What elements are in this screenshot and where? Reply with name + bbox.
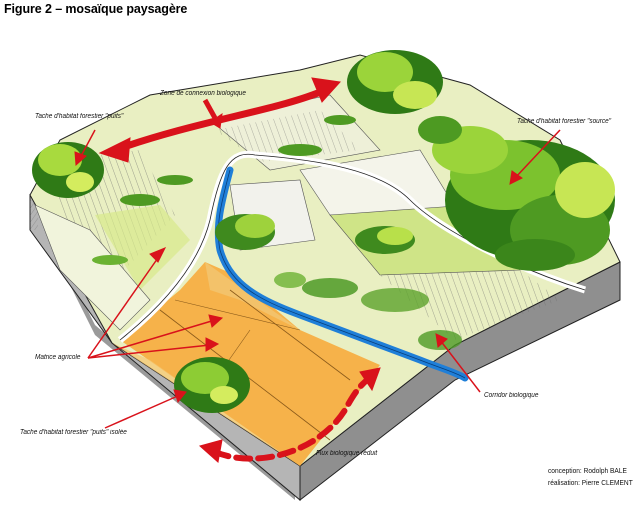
matrix-arrow-2 [87, 344, 211, 359]
sink-patch-arrow [79, 129, 96, 159]
crop-strips-left [34, 150, 190, 331]
label-tache-source: Tache d'habitat forestier "source" [517, 118, 611, 125]
sink-forest-patch [32, 142, 104, 198]
label-flux-reduit: Flux biologique réduit [316, 450, 378, 457]
annotation-arrows [74, 77, 561, 463]
corridor-arrow [439, 339, 481, 393]
label-tache-puits-isolee: Tache d'habitat forestier "puits" isolée [20, 429, 127, 436]
source-forest-patch [418, 116, 615, 271]
riparian-vegetation [215, 214, 462, 350]
label-matrice-agricole: Matrice agricole [35, 354, 81, 361]
isolated-sink-forest-patch [174, 357, 250, 413]
matrix-arrow-1 [87, 254, 161, 359]
credit-conception: conception: Rodolph BALE [548, 466, 627, 475]
label-corridor: Corridor biologique [484, 392, 539, 399]
hedgerows [92, 115, 356, 265]
reduced-flow-arrow [212, 373, 375, 462]
figure-title: Figure 2 – mosaïque paysagère [4, 2, 188, 16]
source-patch-arrow [514, 129, 561, 179]
connection-zone-pointer [202, 98, 218, 120]
label-zone-connexion: Zone de connexion biologique [160, 90, 246, 97]
hilltop-forest-patch [347, 50, 443, 114]
label-tache-puits: Tache d'habitat forestier "puits" [35, 113, 124, 120]
matrix-arrow-3 [87, 319, 216, 359]
isolated-patch-arrow [104, 394, 181, 429]
credit-realisation: réalisation: Pierre CLEMENT [548, 478, 633, 487]
connection-zone-arrow [111, 86, 329, 154]
